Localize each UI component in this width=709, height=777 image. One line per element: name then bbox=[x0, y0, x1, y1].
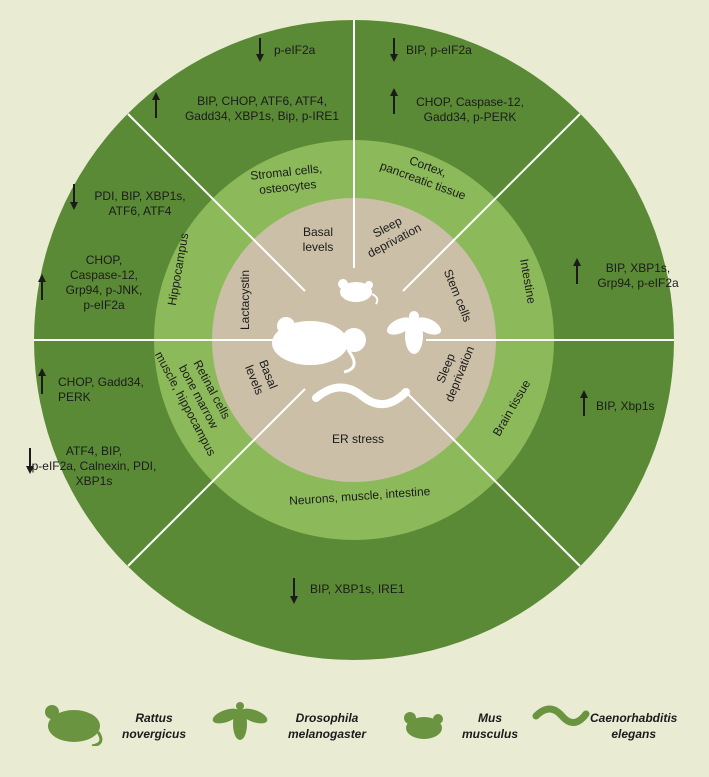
marker-top-left-down: p-eIF2a bbox=[274, 43, 316, 57]
rat-icon bbox=[45, 705, 103, 746]
sector-dividers bbox=[34, 20, 674, 567]
divider-top-right bbox=[402, 113, 581, 292]
marker-bottom: BIP, XBP1s, IRE1 bbox=[310, 582, 405, 596]
marker-left-down: ATF4, BIP,p-eIF2a, Calnexin, PDI,XBP1s bbox=[32, 444, 157, 488]
rat-icon bbox=[272, 317, 356, 374]
marker-top-right-down: BIP, p-eIF2a bbox=[406, 43, 472, 57]
marker-hippo-up: CHOP,Caspase-12,Grp94, p-JNK,p-eIF2a bbox=[66, 253, 143, 312]
marker-top-right-up: CHOP, Caspase-12,Gadd34, p-PERK bbox=[416, 95, 524, 124]
outer-markers: p-eIF2a BIP, CHOP, ATF6, ATF4,Gadd34, XB… bbox=[26, 38, 679, 604]
mouse-icon bbox=[404, 712, 443, 739]
divider-bottom-right bbox=[402, 388, 581, 567]
worm-icon bbox=[532, 705, 590, 726]
marker-hippo-down: PDI, BIP, XBP1s,ATF6, ATF4 bbox=[94, 189, 185, 218]
label-lactacystin: Lactacystin bbox=[238, 270, 252, 330]
fly-icon bbox=[386, 311, 442, 354]
mouse-icon bbox=[338, 279, 379, 305]
center-icons bbox=[272, 279, 442, 408]
center-dot bbox=[342, 328, 366, 352]
divider-top-left bbox=[127, 113, 306, 292]
marker-top-left-up: BIP, CHOP, ATF6, ATF4,Gadd34, XBP1s, Bip… bbox=[185, 94, 339, 123]
fly-icon bbox=[212, 702, 268, 740]
marker-left-up: CHOP, Gadd34,PERK bbox=[58, 375, 144, 404]
divider-bottom-left bbox=[127, 388, 306, 567]
worm-icon bbox=[312, 383, 410, 408]
marker-right-brain: BIP, Xbp1s bbox=[596, 399, 655, 413]
label-er-stress: ER stress bbox=[332, 432, 384, 446]
label-stromal: Stromal cells,osteocytes bbox=[250, 161, 325, 197]
marker-right-intestine: BIP, XBP1s,Grp94, p-eIF2a bbox=[597, 261, 679, 290]
